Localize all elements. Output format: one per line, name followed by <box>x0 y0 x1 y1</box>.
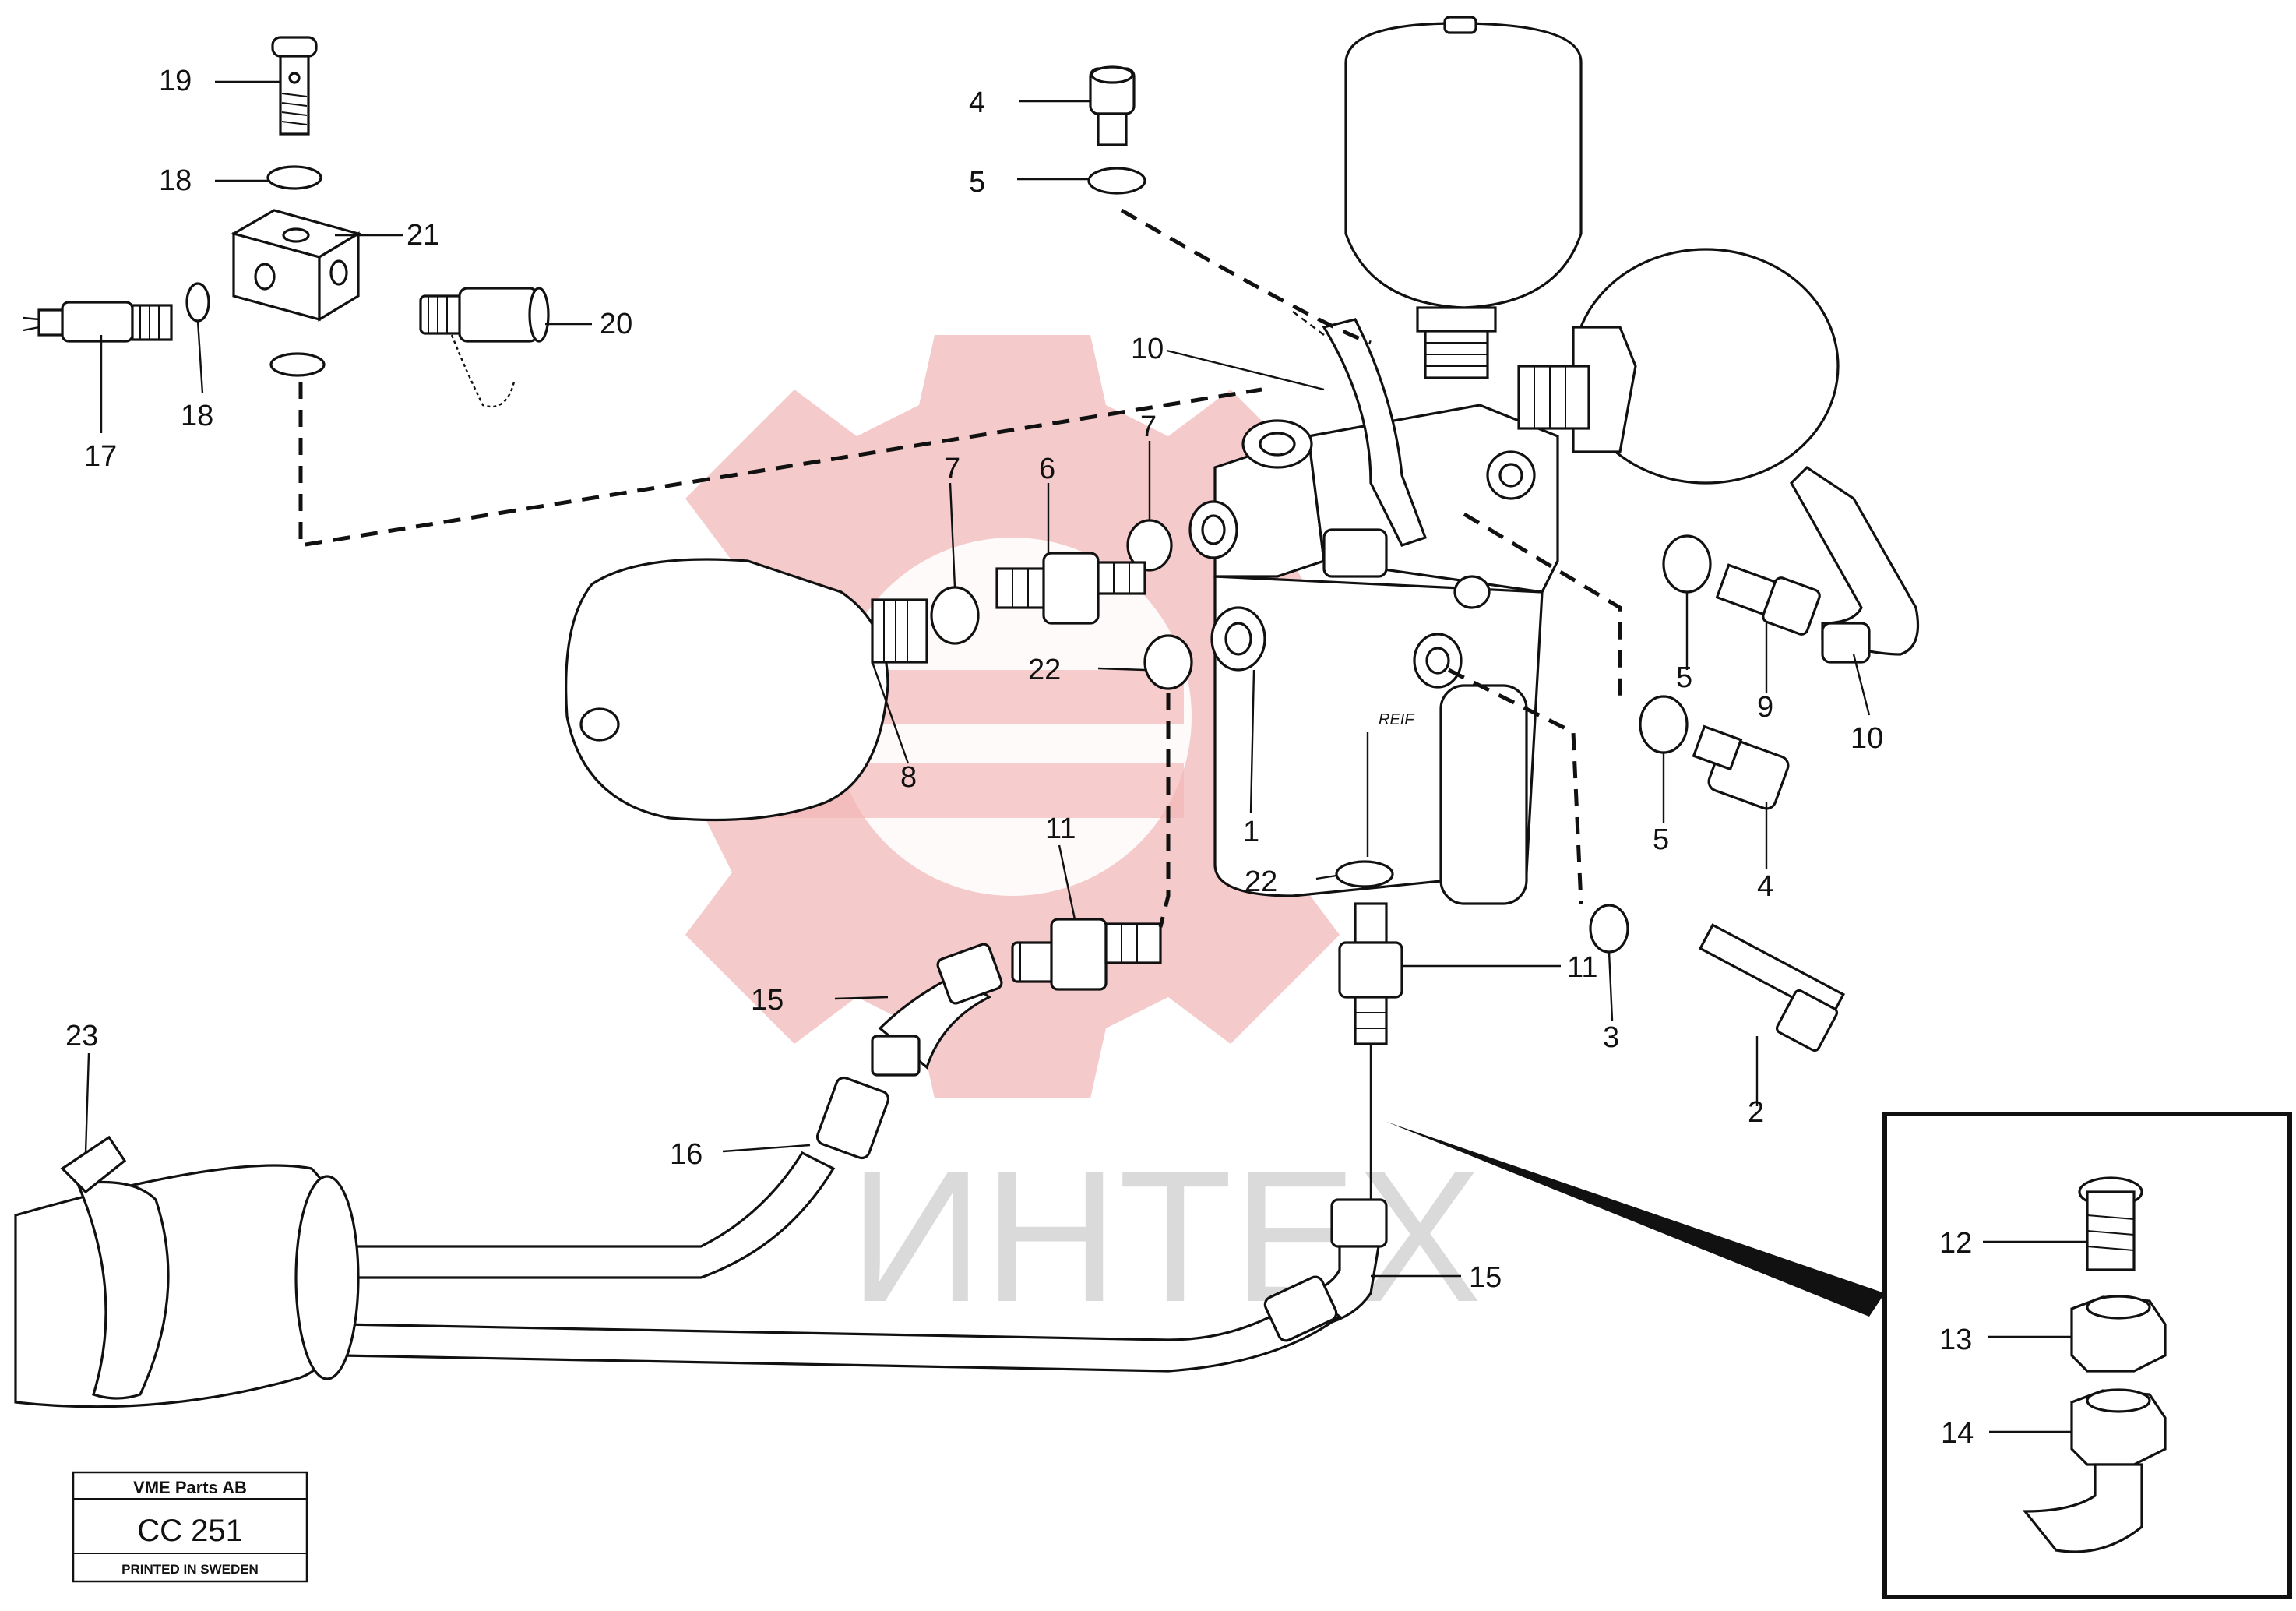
callout-5-top: 5 <box>969 166 985 199</box>
callout-13: 13 <box>1939 1324 1972 1356</box>
inset-pointer <box>1386 1122 1885 1317</box>
callout-5-right-b: 5 <box>1653 823 1669 856</box>
callout-4-top: 4 <box>969 86 985 119</box>
stamp-code: CC 251 <box>137 1514 243 1548</box>
accumulator-right <box>1517 248 1840 485</box>
banjo-bolt-19 <box>271 36 318 136</box>
washer-18-bottom <box>269 352 326 377</box>
stamp-printed: PRINTED IN SWEDEN <box>121 1562 259 1577</box>
callout-22-lower: 22 <box>1245 865 1277 898</box>
nipple-6 <box>995 552 1146 625</box>
pressure-switch-17 <box>23 301 173 343</box>
pipe-23 <box>14 1135 360 1408</box>
callout-15-left: 15 <box>751 984 784 1017</box>
callout-22-left: 22 <box>1028 654 1061 686</box>
callout-1: 1 <box>1243 816 1259 848</box>
washer-5-top <box>1087 167 1146 195</box>
hose-10-top <box>1292 311 1428 578</box>
dashed-route-5-block <box>1120 208 1372 345</box>
accumulator-8 <box>565 558 928 822</box>
leader-lines <box>84 80 2087 1433</box>
nipple-11-lower <box>1338 902 1403 1045</box>
hose-10-right <box>1790 465 1920 664</box>
title-stamp: VME Parts AB CC 251 PRINTED IN SWEDEN <box>72 1471 308 1583</box>
callout-3: 3 <box>1603 1021 1619 1054</box>
washer-18-side <box>185 282 210 323</box>
nut-13 <box>2070 1295 2167 1373</box>
callouts: 19 18 21 20 17 18 4 5 10 7 6 7 22 8 11 1… <box>65 65 1974 1450</box>
washer-5-right-a <box>1662 534 1712 594</box>
callout-18-side: 18 <box>181 400 213 432</box>
washer-22-left <box>1143 634 1193 690</box>
callout-18-top: 18 <box>159 164 192 197</box>
callout-17: 17 <box>84 440 117 473</box>
dashed-route-22-11 <box>1158 693 1171 928</box>
bolt-4-top <box>1089 65 1136 146</box>
fitting-12 <box>2078 1176 2143 1271</box>
callout-4-right: 4 <box>1757 870 1773 903</box>
callout-23: 23 <box>65 1020 98 1052</box>
detail-inset <box>1882 1112 2292 1599</box>
screw-2 <box>1698 923 1846 1052</box>
callout-10-top: 10 <box>1131 333 1164 365</box>
callout-6: 6 <box>1039 453 1055 485</box>
callout-20: 20 <box>600 308 632 340</box>
callout-21: 21 <box>407 219 439 252</box>
washer-5-right-b <box>1639 695 1689 754</box>
callout-7-left: 7 <box>944 453 960 485</box>
callout-15-lower: 15 <box>1469 1261 1502 1294</box>
bolt-4-right <box>1692 724 1790 810</box>
callout-5-right-a: 5 <box>1676 661 1692 694</box>
callout-12: 12 <box>1939 1227 1972 1260</box>
callout-7-right: 7 <box>1140 411 1157 443</box>
engraving-text: REIF <box>1379 711 1415 728</box>
callout-11-left: 11 <box>1045 813 1076 845</box>
junction-block-21 <box>230 209 362 322</box>
stamp-company: VME Parts AB <box>133 1478 247 1497</box>
nipple-9 <box>1715 563 1821 636</box>
callout-14: 14 <box>1941 1417 1974 1450</box>
elbow-15-left <box>871 943 1003 1077</box>
hose-16 <box>341 1076 1342 1373</box>
dashed-route-block-3 <box>1447 668 1583 904</box>
washer-22-lower <box>1335 860 1394 888</box>
nipple-11-left <box>1011 918 1162 991</box>
callout-8: 8 <box>900 761 917 794</box>
dashed-route-block-5 <box>1463 512 1622 701</box>
callout-10-right: 10 <box>1851 722 1883 755</box>
callout-2: 2 <box>1748 1096 1764 1129</box>
washer-3 <box>1589 904 1629 954</box>
callout-19: 19 <box>159 65 192 97</box>
callout-9: 9 <box>1757 691 1773 724</box>
callout-11-lower: 11 <box>1567 951 1597 984</box>
callout-16: 16 <box>670 1138 703 1171</box>
washer-7-left <box>930 586 980 645</box>
washer-18-top <box>266 165 322 190</box>
nut-14 <box>2022 1388 2167 1553</box>
test-coupling-20 <box>419 287 550 408</box>
accumulator-top <box>1344 16 1583 379</box>
